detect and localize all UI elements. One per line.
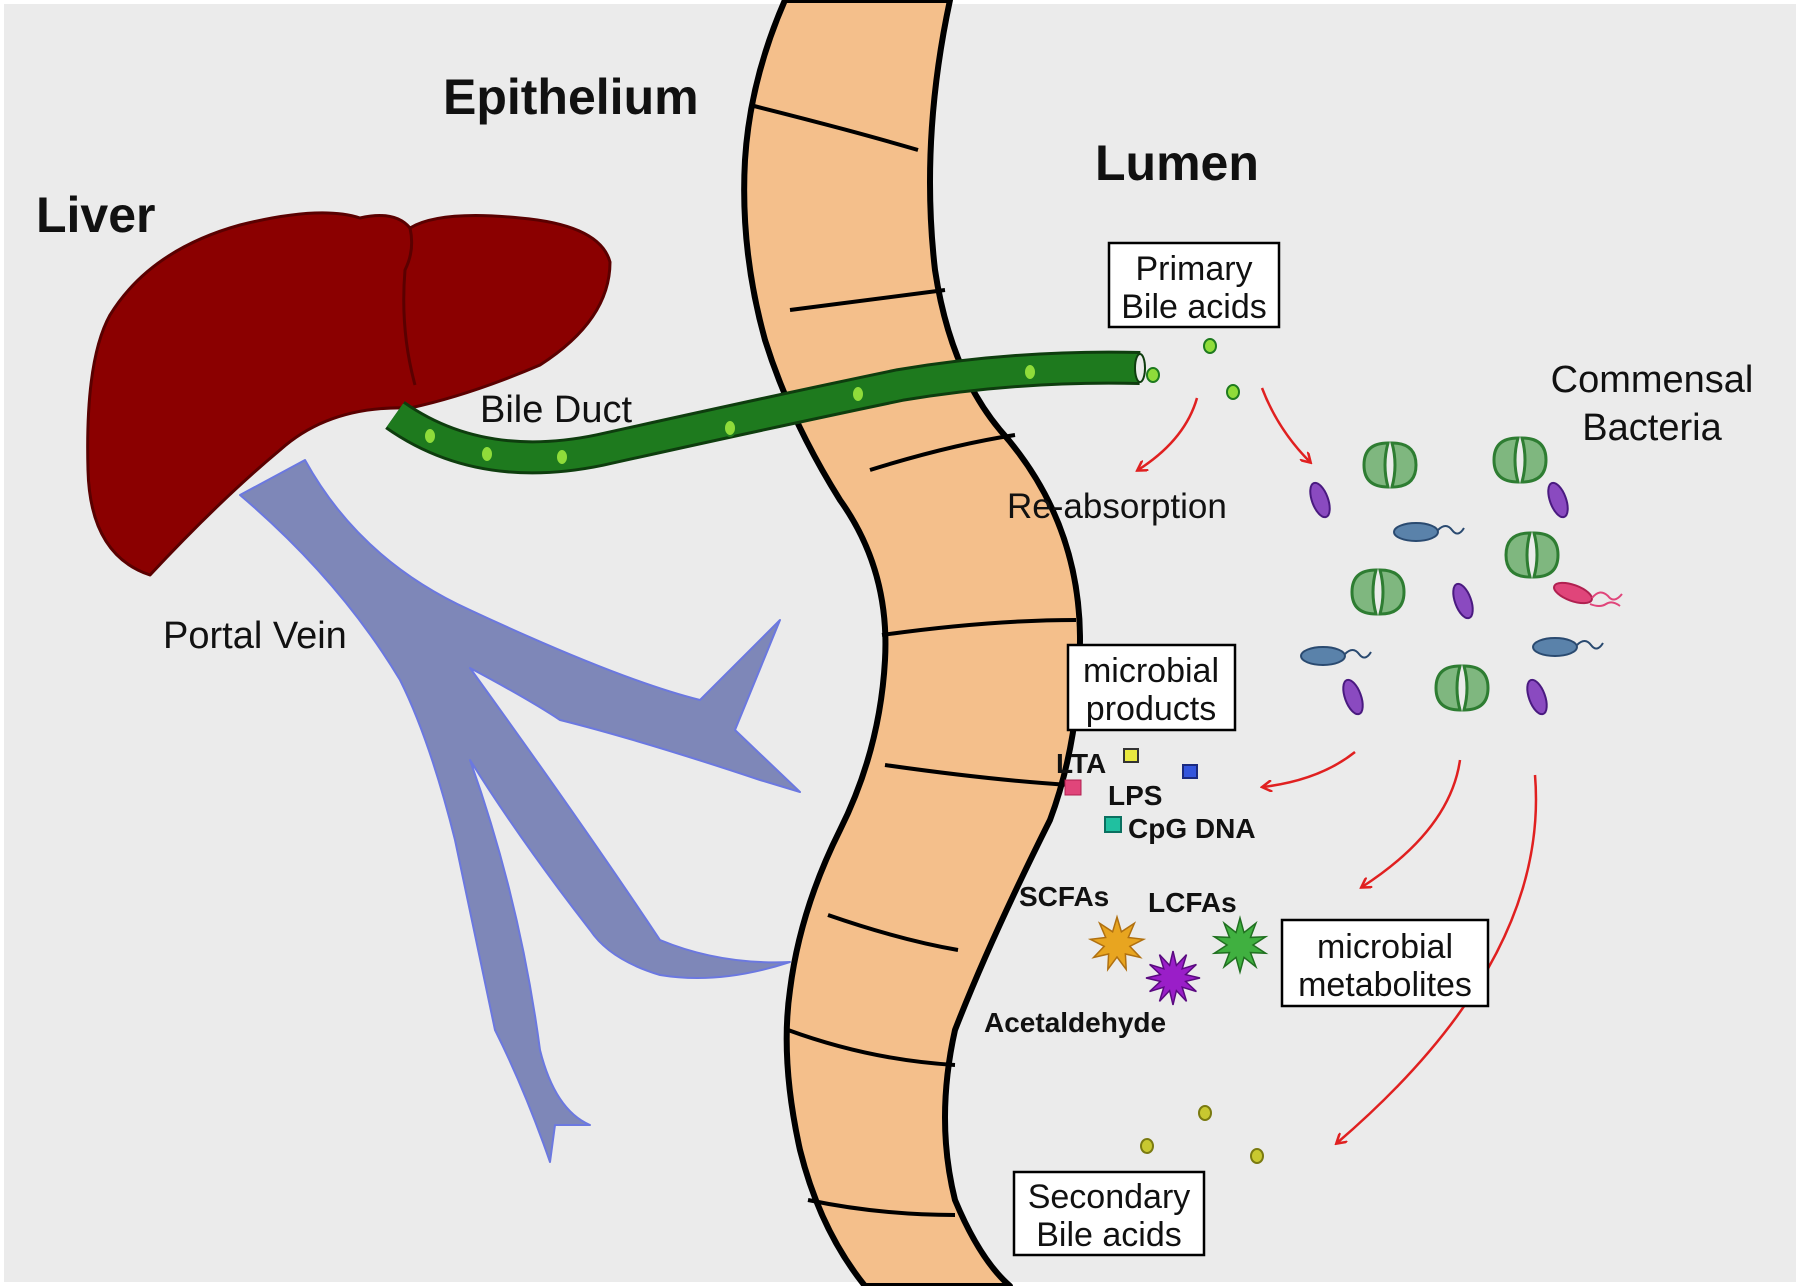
liver-heading: Liver [36,187,156,243]
cocci-bacterium-icon [1362,441,1418,489]
metabolites-box-line1: microbial [1317,928,1453,966]
lps-label: LPS [1108,780,1162,811]
primary-bile-acids-box [1107,241,1281,329]
primary-bile-acid-dots [1146,338,1240,400]
metabolites-box-line2: metabolites [1298,966,1472,1004]
secondary-bile-acid-dots [1140,1105,1264,1164]
primary-box-line2: Bile acids [1121,288,1267,326]
cocci-bacterium-icon [1492,436,1548,484]
flagellated-bacterium-icon [1300,646,1372,666]
cocci-bacterium-icon [1350,568,1406,616]
scfa-star-icon [1087,914,1147,972]
cocci-bacterium-icon [1504,531,1560,579]
to-bacteria-arrow [1260,387,1310,462]
lcfas-label: LCFAs [1148,887,1237,918]
bile-duct-icon [385,350,1146,475]
bile-acid-dot [423,427,437,445]
rod-bacterium-icon [1309,481,1331,519]
flagellated-bacterium-icon [1532,637,1604,657]
microbial-products-box [1066,643,1237,732]
to-secondary-arrow [1337,774,1538,1143]
rod-bacterium-icon [1452,582,1474,620]
reabsorption-label: Re-absorption [1007,487,1227,526]
rod-bacterium-icon [1547,481,1569,519]
cpg-label: CpG DNA [1128,813,1256,844]
acetaldehyde-label: Acetaldehyde [984,1007,1166,1038]
acetaldehyde-star-icon [1145,950,1201,1006]
flagellated-bacterium-icon [1393,522,1465,542]
metabolite-stars [1087,914,1269,1006]
bile-acid-dot [723,419,737,437]
bile-acid-dot [851,385,865,403]
pink-bacterium-icon [1553,581,1623,607]
lta-marker [1064,779,1082,796]
to-metabolites-arrow [1362,759,1462,887]
flow-arrows [1138,387,1538,1143]
lumen-heading: Lumen [1095,135,1259,191]
products-box-line1: microbial [1083,652,1219,690]
bile-acid-dot [555,448,569,466]
primary-box-line1: Primary [1135,250,1252,288]
commensal-label-line1: Commensal [1551,359,1754,401]
rod-bacterium-icon [1526,678,1548,716]
lcfa-star-icon [1211,915,1269,975]
portal-vein-label: Portal Vein [163,615,347,657]
secondary-box-line2: Bile acids [1036,1216,1182,1254]
lps-marker [1182,764,1198,779]
bile-duct-label: Bile Duct [480,389,632,431]
products-box-line2: products [1086,690,1216,728]
microbial-product-markers [1064,748,1198,833]
epithelium-heading: Epithelium [443,69,699,125]
commensal-label-line2: Bacteria [1582,407,1722,449]
commensal-bacteria-cluster [1300,436,1623,716]
portal-vein-icon [239,459,801,1163]
epithelium-wall [741,0,1083,1286]
bile-acid-dot [480,445,494,463]
cpg-marker [1104,816,1122,833]
lta-label: LTA [1056,748,1106,779]
secondary-box-line1: Secondary [1028,1178,1191,1216]
rod-bacterium-icon [1342,678,1364,716]
secondary-bile-acids-box [1012,1170,1206,1257]
microbial-metabolites-box [1280,918,1490,1008]
bile-acid-dot [1023,363,1037,381]
cocci-bacterium-icon [1434,664,1490,712]
liver-icon [86,211,612,577]
scfas-label: SCFAs [1019,881,1109,912]
reabsorption-arrow [1138,397,1199,470]
to-products-arrow [1263,751,1356,787]
yellow-product-marker [1123,748,1139,763]
